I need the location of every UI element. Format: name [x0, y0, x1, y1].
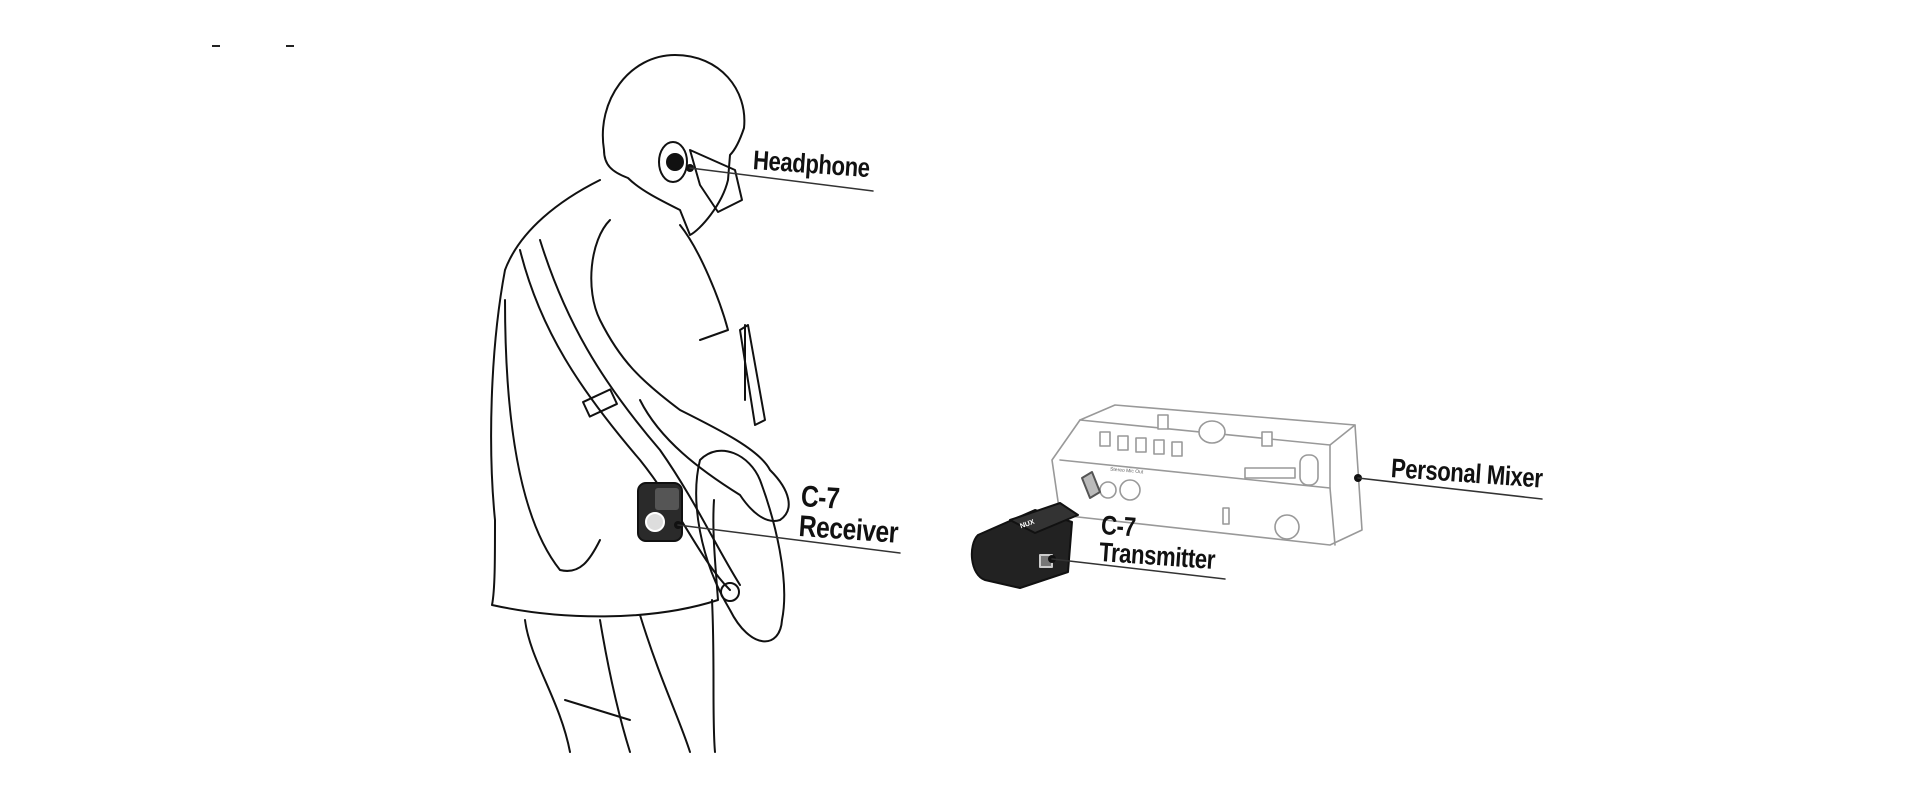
leader-lines — [674, 164, 1543, 580]
mark — [286, 45, 294, 47]
receiver-label: C-7 Receiver — [797, 480, 901, 550]
c7-receiver-device — [637, 482, 683, 542]
mark — [212, 45, 220, 47]
receiver-text: Receiver — [797, 509, 900, 550]
transmitter-label: C-7 Transmitter — [1098, 510, 1218, 575]
c7-transmitter-device — [970, 471, 1101, 589]
personal-mixer-device — [1051, 404, 1363, 546]
guitarist-figure — [490, 54, 790, 753]
